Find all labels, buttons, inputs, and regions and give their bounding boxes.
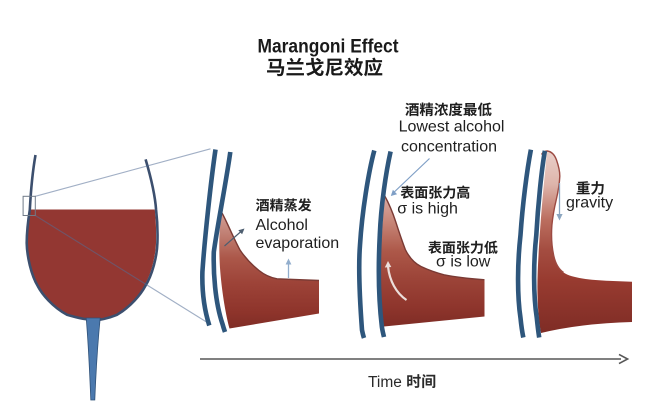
svg-text:σ is high: σ is high (397, 200, 458, 217)
svg-text:concentration: concentration (401, 139, 497, 156)
svg-text:Alcohol: Alcohol (256, 217, 308, 234)
svg-text:evaporation: evaporation (256, 235, 340, 252)
svg-text:gravity: gravity (566, 195, 613, 212)
svg-text:Time: Time (368, 374, 402, 391)
svg-text:σ is low: σ is low (436, 254, 491, 271)
svg-text:Marangoni Effect: Marangoni Effect (258, 36, 400, 57)
svg-text:Lowest alcohol: Lowest alcohol (399, 119, 505, 136)
